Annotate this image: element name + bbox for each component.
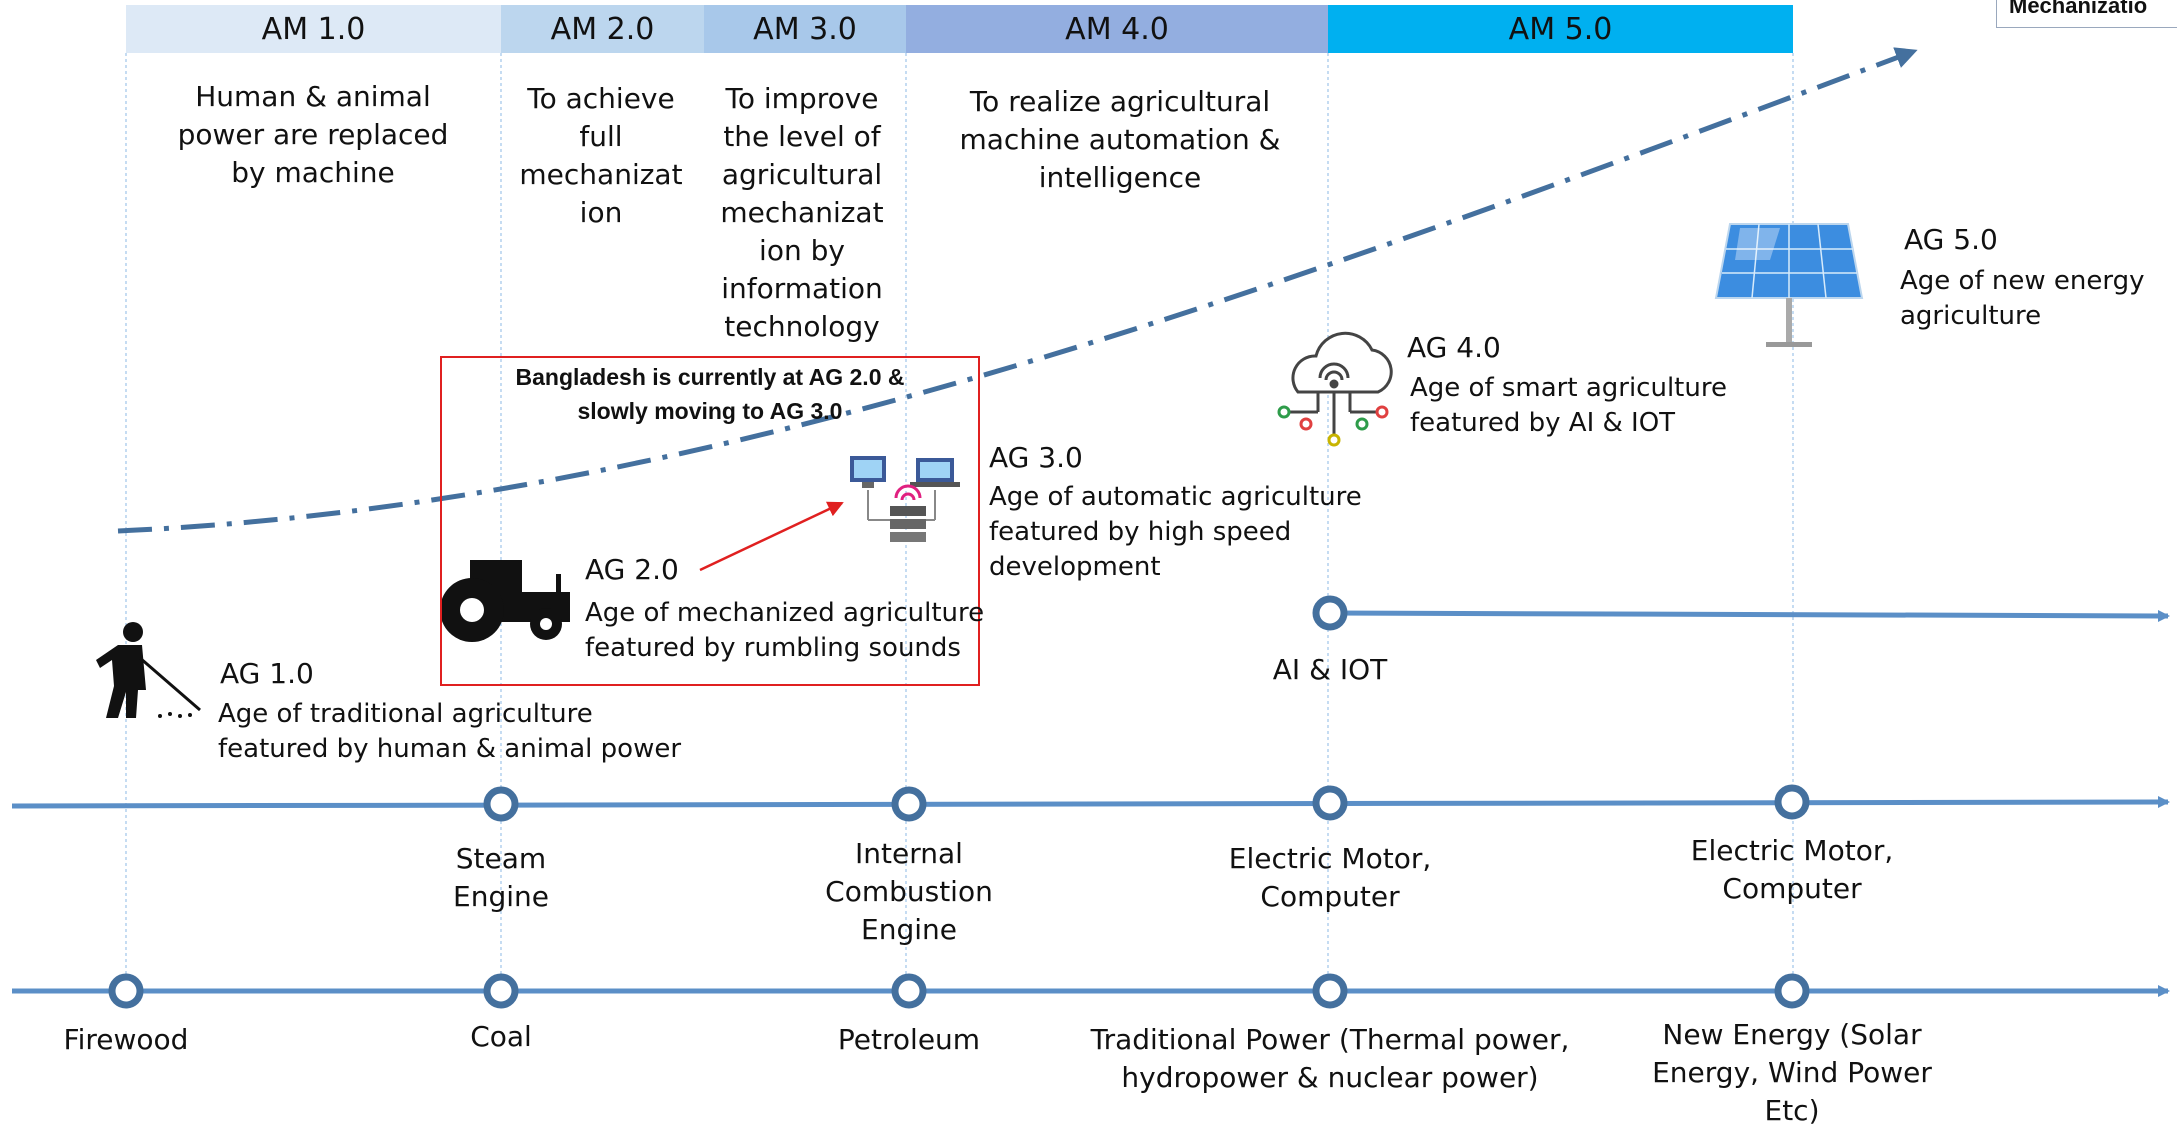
trend-curve (117, 47, 1918, 534)
power-label-combustion-engine: Internal Combustion Engine (825, 837, 993, 946)
power-label-electric-motor-2: Electric Motor, Computer (1690, 834, 1894, 905)
energy-label-traditional-power: Traditional Power (Thermal power, hydrop… (1090, 1023, 1570, 1094)
ag4-title: AG 4.0 (1407, 331, 1501, 364)
node-electric-motor-2 (1774, 784, 1810, 820)
am2-description: To achieve full mechanizat ion (519, 82, 683, 229)
ag1-description: Age of traditional agriculture featured … (218, 699, 682, 764)
band-am5: AM 5.0 (1328, 5, 1793, 53)
energy-label-new-energy: New Energy (Solar Energy, Wind Power Etc… (1652, 1018, 1932, 1127)
band-am2: AM 2.0 (501, 5, 704, 53)
node-firewood (108, 973, 144, 1009)
band-am3-label: AM 3.0 (753, 11, 857, 47)
ag5-title: AG 5.0 (1904, 223, 1998, 256)
ag2-title: AG 2.0 (585, 553, 679, 586)
top-right-label: Mechanizatio (1996, 0, 2177, 28)
callout-box (440, 356, 980, 686)
ag3-description: Age of automatic agriculture featured by… (989, 482, 1362, 582)
ag5-description: Age of new energy agriculture (1900, 266, 2145, 331)
ag2-description: Age of mechanized agriculture featured b… (585, 598, 985, 663)
node-traditional-power (1312, 973, 1348, 1009)
node-steam-engine (483, 786, 519, 822)
solar-panel-icon (1714, 223, 1864, 347)
am4-description: To realize agricultural machine automati… (959, 85, 1281, 194)
ag1-title: AG 1.0 (220, 657, 314, 690)
am3-description: To improve the level of agricultural mec… (720, 82, 884, 343)
cloud-iot-icon (1277, 331, 1393, 447)
band-am4: AM 4.0 (906, 5, 1328, 53)
band-am5-label: AM 5.0 (1508, 11, 1613, 47)
ai-iot-label: AI & IOT (1272, 653, 1388, 686)
node-combustion-engine (891, 786, 927, 822)
node-new-energy (1774, 973, 1810, 1009)
energy-label-firewood: Firewood (63, 1023, 189, 1056)
ag4-description: Age of smart agriculture featured by AI … (1410, 373, 1727, 438)
power-timeline (11, 796, 2170, 809)
power-label-electric-motor-1: Electric Motor, Computer (1228, 842, 1432, 913)
am1-description: Human & animal power are replaced by mac… (177, 80, 449, 189)
ag3-title: AG 3.0 (989, 441, 1083, 474)
band-am4-label: AM 4.0 (1065, 11, 1169, 47)
node-coal (483, 973, 519, 1009)
node-electric-motor-1 (1312, 785, 1348, 821)
callout-text: Bangladesh is currently at AG 2.0 & slow… (515, 364, 905, 424)
band-am1: AM 1.0 (126, 5, 501, 53)
band-am3: AM 3.0 (704, 5, 906, 53)
power-label-steam-engine: Steam Engine (453, 842, 549, 913)
ai-iot-timeline (1327, 609, 2170, 622)
computer-network-icon (850, 456, 960, 542)
node-petroleum (891, 973, 927, 1009)
band-am1-label: AM 1.0 (261, 11, 366, 47)
energy-label-petroleum: Petroleum (837, 1023, 981, 1056)
band-am2-label: AM 2.0 (550, 11, 655, 47)
tractor-icon (440, 560, 570, 642)
progress-arrow (699, 501, 844, 572)
energy-label-coal: Coal (470, 1020, 532, 1053)
node-ai-iot (1312, 595, 1348, 631)
farmer-icon (96, 622, 201, 718)
